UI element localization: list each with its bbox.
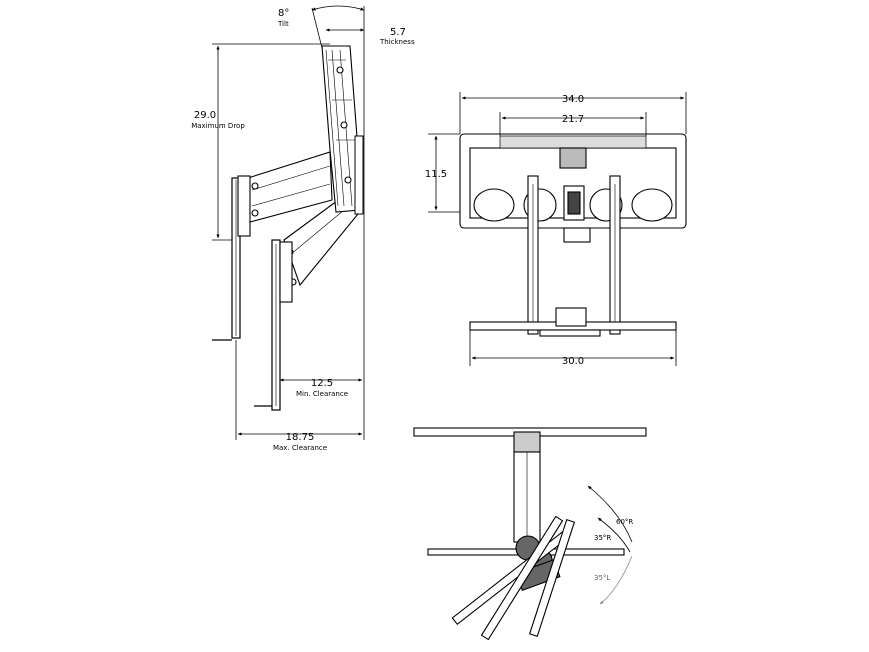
tv-plate [321,45,364,215]
top-swivel-arrows [587,485,633,605]
swivel-35l: 35°L [594,574,610,582]
side-dimension-lines [212,5,365,440]
wall-plate [212,177,241,341]
front-view: 34.0 21.7 11.5 30.0 [425,92,687,367]
swivel-60r: 60°R [616,518,633,526]
max-drop-label: Maximum Drop [191,122,245,130]
top-swivel-plates [451,515,576,641]
overall-width-value: 34.0 [562,94,584,105]
top-wall-plate [413,427,647,543]
min-clearance-label: Min. Clearance [296,390,348,398]
inner-width-value: 21.7 [562,114,584,125]
upper-arm [237,151,333,237]
swivel-35r: 35°R [594,534,611,542]
thickness-value: 5.7 [390,27,406,38]
height-value: 11.5 [425,169,447,180]
lower-arm [279,194,359,303]
side-view: 8° Tilt 5.7 Thickness 29.0 Maximum Drop … [191,5,415,452]
top-view: 60°R 35°R 35°L [413,427,647,641]
front-vertical-brackets [469,175,677,337]
lower-bracket [254,239,281,411]
min-clearance-value: 12.5 [311,378,333,389]
bracket-width-value: 30.0 [562,356,584,367]
tilt-label: Tilt [277,20,289,28]
tilt-value: 8° [278,8,289,19]
max-clearance-value: 18.75 [286,432,315,443]
front-wall-plate [459,133,687,229]
max-clearance-label: Max. Clearance [273,444,327,452]
max-drop-value: 29.0 [194,110,216,121]
thickness-label: Thickness [379,38,415,46]
front-dimension-lines [428,92,687,366]
